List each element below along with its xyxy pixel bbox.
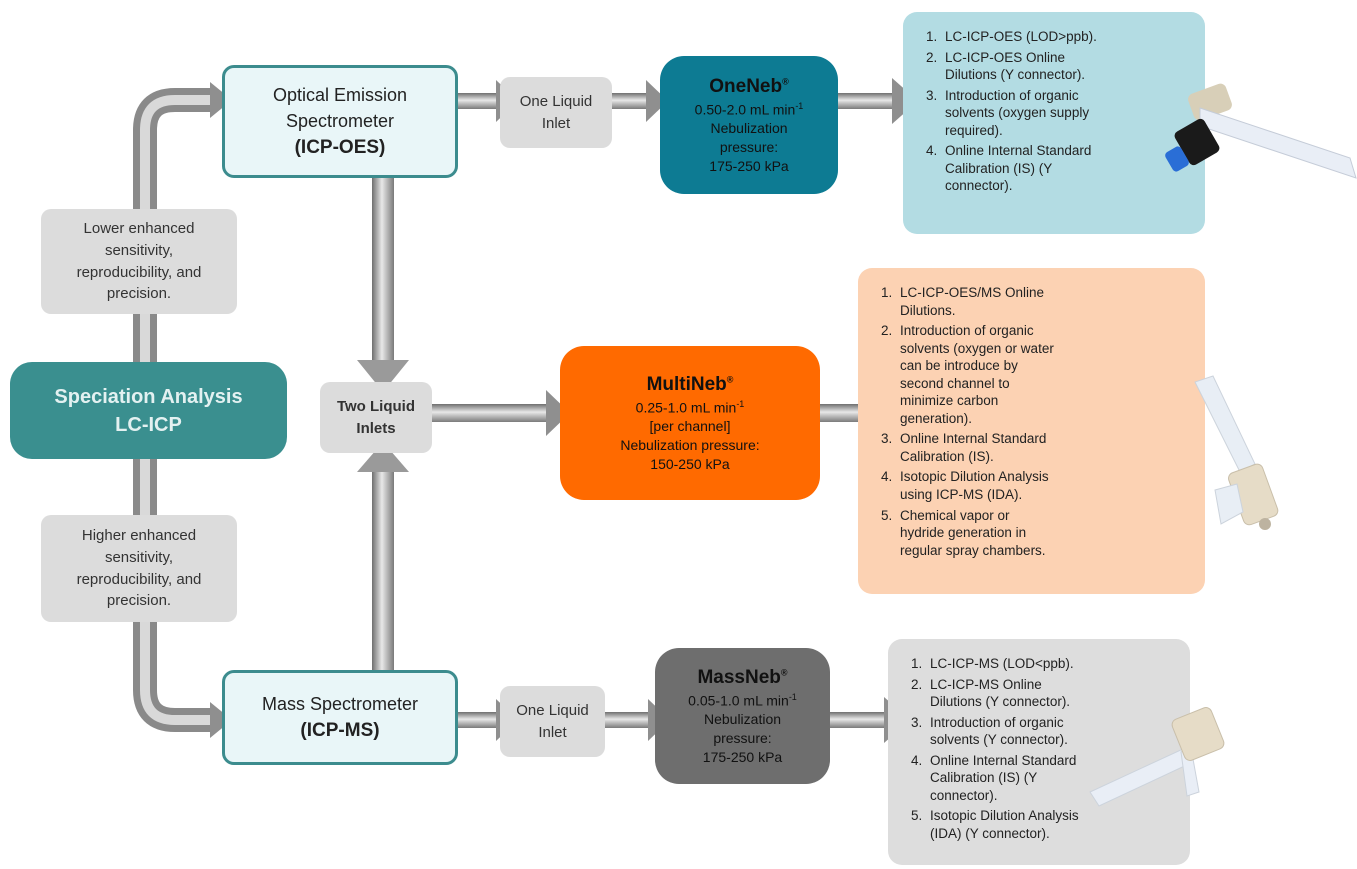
arrow-oes-down <box>357 360 409 392</box>
ms-feature-item: LC-ICP-MS (LOD<ppb). <box>926 655 1090 673</box>
arrow-to-oes <box>210 82 232 118</box>
massneb-name: MassNeb® <box>697 667 788 689</box>
oes-feature-item: LC-ICP-OES (LOD>ppb). <box>941 28 1115 46</box>
oes-name-line2: Spectrometer <box>285 110 395 131</box>
arrow-to-ms <box>210 702 232 738</box>
pipe-oes-down <box>372 178 394 363</box>
arrow-ms-up <box>357 442 409 472</box>
massneb-specs: Nebulization pressure: 175-250 kPa <box>702 711 783 766</box>
oes-feature-item: Introduction of organic solvents (oxygen… <box>941 87 1115 140</box>
multi-feature-item: Online Internal Standard Calibration (IS… <box>896 430 1055 465</box>
oes-name-line1: Optical Emission <box>272 84 408 105</box>
multi-feature-item: Isotopic Dilution Analysis using ICP-MS … <box>896 468 1055 503</box>
ms-name: Mass Spectrometer <box>261 693 419 714</box>
multineb-name: MultiNeb® <box>646 374 734 396</box>
ms-features-panel: LC-ICP-MS (LOD<ppb). LC-ICP-MS Online Di… <box>888 639 1190 865</box>
two-liquid-inlets: Two Liquid Inlets <box>320 382 432 453</box>
oneneb-flow: 0.50-2.0 mL min-1 <box>694 100 804 118</box>
multi-features-panel: LC-ICP-OES/MS Online Dilutions. Introduc… <box>858 268 1205 594</box>
oneneb-name: OneNeb® <box>709 76 789 98</box>
pipe-ms-up <box>372 470 394 670</box>
massneb-node: MassNeb® 0.05-1.0 mL min-1 Nebulization … <box>655 648 830 784</box>
multi-feature-item: Chemical vapor or hydride generation in … <box>896 507 1055 560</box>
one-liquid-inlet-top: One Liquid Inlet <box>500 77 612 148</box>
lower-sensitivity-note: Lower enhanced sensitivity, reproducibil… <box>41 209 237 314</box>
ms-feature-item: Online Internal Standard Calibration (IS… <box>926 752 1090 805</box>
center-subtitle: LC-ICP <box>115 413 182 436</box>
ms-spectrometer-node: Mass Spectrometer (ICP-MS) <box>222 670 458 765</box>
multineb-flow: 0.25-1.0 mL min-1 <box>635 398 745 416</box>
ms-abbr: (ICP-MS) <box>300 719 380 741</box>
multineb-node: MultiNeb® 0.25-1.0 mL min-1 [per channel… <box>560 346 820 500</box>
massneb-flow: 0.05-1.0 mL min-1 <box>688 691 797 709</box>
multi-feature-item: Introduction of organic solvents (oxygen… <box>896 322 1055 427</box>
multineb-specs: [per channel] Nebulization pressure: 150… <box>620 418 760 473</box>
multi-feature-item: LC-ICP-OES/MS Online Dilutions. <box>896 284 1055 319</box>
oes-abbr: (ICP-OES) <box>294 136 386 158</box>
massneb-device-image <box>1089 707 1225 807</box>
oes-feature-item: LC-ICP-OES Online Dilutions (Y connector… <box>941 49 1115 84</box>
oneneb-node: OneNeb® 0.50-2.0 mL min-1 Nebulization p… <box>660 56 838 194</box>
ms-feature-item: Introduction of organic solvents (Y conn… <box>926 714 1090 749</box>
speciation-analysis-node: Speciation Analysis LC-ICP <box>10 362 287 459</box>
ms-feature-item: Isotopic Dilution Analysis (IDA) (Y conn… <box>926 807 1090 842</box>
one-liquid-inlet-bottom: One Liquid Inlet <box>500 686 605 757</box>
ms-feature-item: LC-ICP-MS Online Dilutions (Y connector)… <box>926 676 1090 711</box>
oes-spectrometer-node: Optical Emission Spectrometer (ICP-OES) <box>222 65 458 178</box>
oes-features-panel: LC-ICP-OES (LOD>ppb). LC-ICP-OES Online … <box>903 12 1205 234</box>
center-title: Speciation Analysis <box>54 385 243 408</box>
oes-feature-item: Online Internal Standard Calibration (IS… <box>941 142 1115 195</box>
multineb-device-image <box>1194 375 1279 530</box>
oneneb-specs: Nebulization pressure: 175-250 kPa <box>709 120 789 175</box>
oneneb-device-image <box>1165 83 1357 179</box>
higher-sensitivity-note: Higher enhanced sensitivity, reproducibi… <box>41 515 237 622</box>
